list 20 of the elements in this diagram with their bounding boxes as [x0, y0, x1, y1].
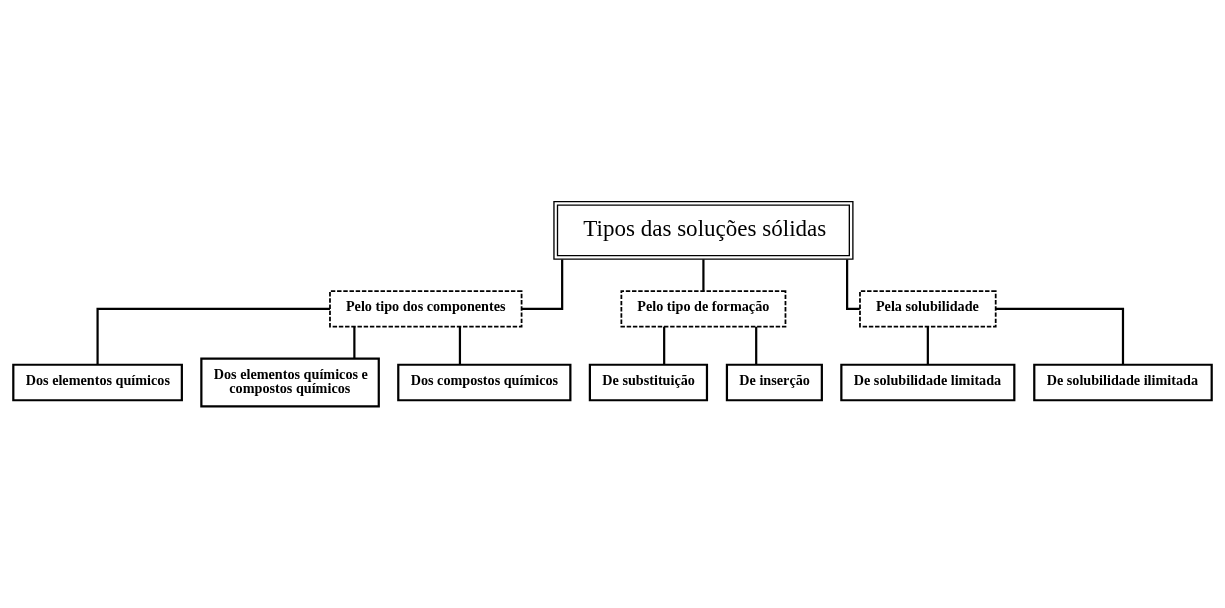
connector	[702, 259, 705, 291]
connector	[755, 326, 758, 365]
connector	[846, 259, 860, 310]
node-box: Dos elementos químicos	[12, 363, 183, 402]
node-box: Dos elementos químicos e compostos químicos	[200, 357, 380, 408]
connector	[663, 326, 666, 365]
node-box: Dos compostos químicos	[397, 363, 572, 402]
connector	[96, 307, 330, 365]
connector	[995, 307, 1125, 365]
node-box: De solubilidade ilimitada	[1033, 363, 1213, 402]
node-box: De inserção	[725, 363, 823, 402]
node-box: Pelo tipo de formação	[620, 290, 787, 328]
connector	[926, 326, 929, 365]
connector	[458, 326, 462, 365]
node-box: Pelo tipo dos componentes	[329, 290, 523, 328]
node-box: Pela solubilidade	[859, 290, 997, 328]
node-box: De solubilidade limitada	[840, 363, 1016, 402]
node-box: De substituição	[588, 363, 709, 402]
connector	[521, 259, 564, 310]
connector	[353, 326, 356, 359]
